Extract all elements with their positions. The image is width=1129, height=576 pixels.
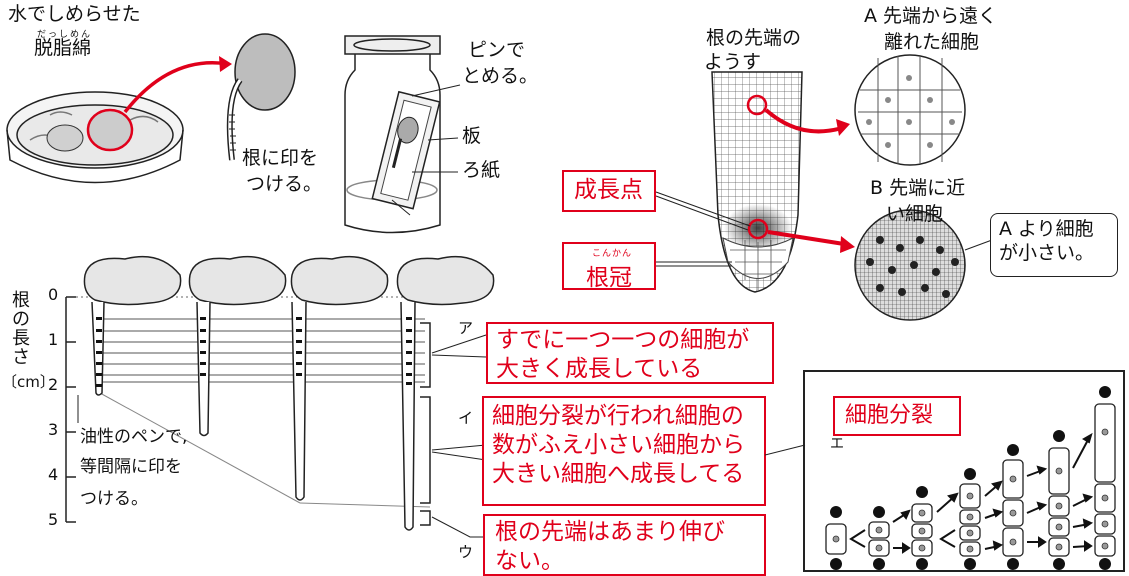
compare-callout: A より細胞 が小さい。 xyxy=(990,213,1118,277)
cotton-label-line1: 水でしめらせた xyxy=(8,3,141,25)
dense-region xyxy=(724,204,792,252)
region-e-label: エ xyxy=(830,436,844,452)
annotation-box-b-line3: 大きい細胞へ成長してる xyxy=(492,460,745,487)
annotation-box-a-line1: すでに一つ一つの細胞が xyxy=(496,327,750,353)
region-a-label: ア xyxy=(458,319,474,337)
pin-label-line2: とめる。 xyxy=(462,65,539,87)
graph-ylabel-1: 根 xyxy=(12,290,30,311)
cell-division-diagram xyxy=(825,386,1116,570)
graph-ylabel: 根 の 長 さ xyxy=(12,290,30,368)
board-leader xyxy=(427,137,459,141)
cotton-label-line2: 脱脂綿 xyxy=(34,37,92,59)
annotation-box-a: すでに一つ一つの細胞が 大きく成長している xyxy=(486,322,774,384)
guide-lines xyxy=(99,318,431,508)
seed-highlight-circle xyxy=(86,108,134,152)
b-label-line2: い細胞 xyxy=(886,203,944,225)
pin-leader xyxy=(411,84,461,97)
annotation-box-b-line1: 細胞分裂が行われ細胞の xyxy=(492,403,744,429)
filter-paper-label: ろ紙 xyxy=(462,159,501,181)
arrow-to-a xyxy=(764,108,843,134)
seed-in-dish xyxy=(46,124,84,152)
note-line3: つける。 xyxy=(80,489,148,509)
compare-leader xyxy=(964,239,993,251)
a-label-line1: A 先端から遠く xyxy=(864,5,998,27)
mark-label-line1: 根に印を xyxy=(242,147,319,169)
cell-a-circle xyxy=(854,54,966,166)
tick-1: 1 xyxy=(48,330,59,349)
division-cells xyxy=(825,403,1116,557)
board-with-seed xyxy=(371,90,441,210)
region-c-label: ウ xyxy=(458,543,474,561)
y-axis xyxy=(65,296,76,523)
root-tip-title-line2: ようす xyxy=(704,51,762,73)
cell-division-title: 細胞分裂 xyxy=(833,396,961,436)
annotation-box-b: 細胞分裂が行われ細胞の 数がふえ小さい細胞から 大きい細胞へ成長してる xyxy=(482,396,766,506)
red-curved-arrow xyxy=(123,61,229,114)
root-cap-ruby: こんかん xyxy=(592,249,633,259)
setup-illustration xyxy=(6,33,461,234)
panel-leader xyxy=(765,444,806,456)
cell-a-marker xyxy=(746,94,768,116)
root-marks xyxy=(96,317,412,387)
tick-4: 4 xyxy=(48,465,59,484)
mark-label-line2: つける。 xyxy=(246,173,323,195)
root-cap-label: こんかん 根冠 xyxy=(562,242,656,291)
note-line1: 油性のペンで, xyxy=(80,427,188,447)
graph-ylabel-4: さ xyxy=(12,346,30,368)
cotton-ruby: だっしめん xyxy=(37,30,93,40)
compare-line1: A より細胞 xyxy=(999,218,1094,240)
annotation-box-c: 根の先端はあまり伸び ない。 xyxy=(483,514,766,576)
germinated-seed xyxy=(226,33,296,161)
board-label: 板 xyxy=(462,125,482,147)
seedling-2 xyxy=(188,255,287,437)
seedling-3 xyxy=(290,255,389,501)
division-arrows xyxy=(849,432,1094,554)
root-tip-illustration xyxy=(655,54,993,321)
cell-b-marker xyxy=(747,218,769,240)
annotation-box-b-line2: 数がふえ小さい細胞から xyxy=(492,431,745,458)
tick-0: 0 xyxy=(48,285,59,304)
seedling-1 xyxy=(83,255,182,396)
pin-label-line1: ピンで xyxy=(468,39,526,61)
division-dots xyxy=(830,386,1111,570)
growth-point-label: 成長点 xyxy=(562,170,656,212)
graph-unit: 〔cm〕 xyxy=(2,373,55,391)
arrow-to-b xyxy=(767,230,845,246)
compare-line2: が小さい。 xyxy=(999,241,1095,264)
root-cap-cells xyxy=(730,240,786,290)
tick-5: 5 xyxy=(48,510,59,529)
annotation-box-c-line1: 根の先端はあまり伸び xyxy=(495,519,725,545)
annotation-box-c-line2: ない。 xyxy=(495,547,564,574)
region-b-label: イ xyxy=(458,409,474,427)
root-cap-text: 根冠 xyxy=(586,265,632,291)
cell-b-circle xyxy=(854,209,966,321)
region-brackets xyxy=(420,322,431,526)
tick-2: 2 xyxy=(48,375,59,394)
annotation-box-a-line2: 大きく成長している xyxy=(496,355,703,382)
graph-ylabel-3: 長 xyxy=(12,327,30,349)
tick-3: 3 xyxy=(48,420,59,439)
b-label-line1: B 先端に近 xyxy=(870,177,966,199)
a-label-line2: 離れた細胞 xyxy=(884,31,980,53)
graph-ylabel-2: の xyxy=(12,308,30,330)
note-line2: 等間隔に印を xyxy=(80,457,182,477)
growth-point-leader xyxy=(655,191,751,227)
box-leaders xyxy=(77,334,487,538)
growth-graph xyxy=(65,255,495,538)
division-nuclei xyxy=(832,428,1109,553)
seedling-4 xyxy=(396,255,495,531)
root-tip-title-line1: 根の先端の xyxy=(706,27,802,49)
